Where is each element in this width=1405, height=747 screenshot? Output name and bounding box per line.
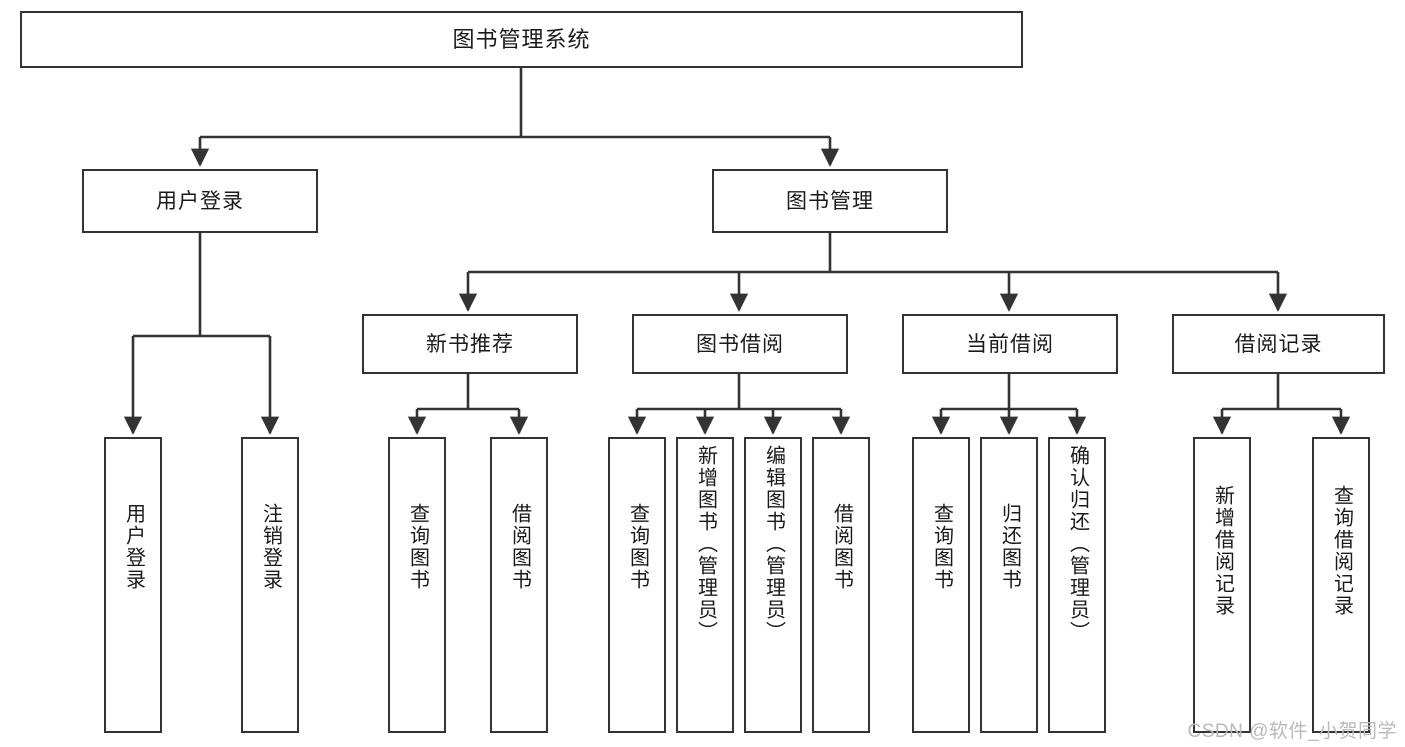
node-new-book-recommend-label: 新书推荐 — [426, 332, 514, 356]
node-current-borrow[interactable]: 当前借阅 — [902, 314, 1118, 374]
node-book-borrow[interactable]: 图书借阅 — [632, 314, 848, 374]
leaf-borrow-book-label: 借阅图书 — [830, 503, 853, 591]
leaf-edit-book-admin-label: 编辑图书（管理员） — [762, 445, 785, 643]
leaf-borrow-book[interactable]: 借阅图书 — [812, 437, 870, 733]
leaf-add-book-admin-label: 新增图书（管理员） — [694, 445, 717, 643]
leaf-borrow-book-recommend[interactable]: 借阅图书 — [490, 437, 548, 733]
leaf-user-login[interactable]: 用户登录 — [104, 437, 162, 733]
watermark: CSDN @软件_小贺同学 — [1187, 721, 1397, 742]
leaf-query-borrow-record-label: 查询借阅记录 — [1330, 485, 1353, 617]
leaf-add-borrow-record[interactable]: 新增借阅记录 — [1193, 437, 1251, 733]
node-root-label: 图书管理系统 — [452, 26, 591, 52]
leaf-query-book-recommend-label: 查询图书 — [406, 503, 429, 591]
leaf-borrow-book-recommend-label: 借阅图书 — [508, 503, 531, 591]
leaf-add-book-admin[interactable]: 新增图书（管理员） — [676, 437, 734, 733]
leaf-return-book[interactable]: 归还图书 — [980, 437, 1038, 733]
leaf-user-login-label: 用户登录 — [122, 503, 145, 591]
node-book-borrow-label: 图书借阅 — [696, 332, 784, 356]
leaf-logout-label: 注销登录 — [259, 503, 282, 591]
node-borrow-record[interactable]: 借阅记录 — [1172, 314, 1385, 374]
leaf-edit-book-admin[interactable]: 编辑图书（管理员） — [744, 437, 802, 733]
node-new-book-recommend[interactable]: 新书推荐 — [362, 314, 578, 374]
leaf-confirm-return-admin-label: 确认归还（管理员） — [1066, 445, 1089, 643]
leaf-query-book-current-label: 查询图书 — [930, 503, 953, 591]
node-root[interactable]: 图书管理系统 — [20, 11, 1023, 68]
leaf-add-borrow-record-label: 新增借阅记录 — [1211, 485, 1234, 617]
node-book-management[interactable]: 图书管理 — [712, 169, 948, 233]
node-user-login-label: 用户登录 — [156, 189, 244, 213]
node-book-management-label: 图书管理 — [786, 189, 874, 213]
node-borrow-record-label: 借阅记录 — [1234, 332, 1323, 356]
leaf-query-borrow-record[interactable]: 查询借阅记录 — [1312, 437, 1370, 733]
leaf-return-book-label: 归还图书 — [998, 503, 1021, 591]
leaf-query-book-borrow[interactable]: 查询图书 — [608, 437, 666, 733]
leaf-logout[interactable]: 注销登录 — [241, 437, 299, 733]
leaf-query-book-borrow-label: 查询图书 — [626, 503, 649, 591]
node-user-login[interactable]: 用户登录 — [82, 169, 318, 233]
leaf-confirm-return-admin[interactable]: 确认归还（管理员） — [1048, 437, 1106, 733]
leaf-query-book-recommend[interactable]: 查询图书 — [388, 437, 446, 733]
node-current-borrow-label: 当前借阅 — [966, 332, 1054, 356]
leaf-query-book-current[interactable]: 查询图书 — [912, 437, 970, 733]
